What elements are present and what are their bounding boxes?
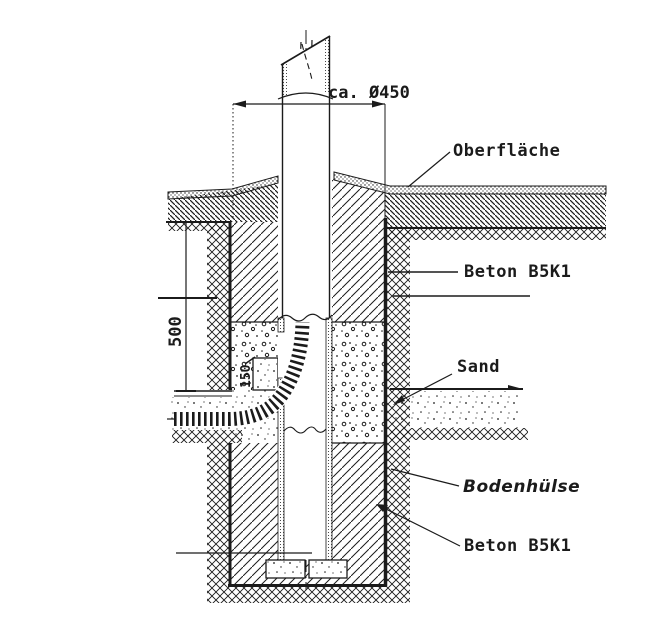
cable-conduit bbox=[167, 321, 311, 427]
label-beton-upper: Beton B5K1 bbox=[464, 262, 571, 282]
coarse-concrete-zone bbox=[231, 322, 385, 444]
annotation-labels: Oberfläche Beton B5K1 Sand Bodenhülse Be… bbox=[453, 141, 580, 556]
mast-break-cut bbox=[280, 35, 331, 66]
leader-sand-arrow bbox=[393, 395, 405, 405]
label-bodenhuelse: Bodenhülse bbox=[463, 477, 580, 497]
label-oberflaeche: Oberfläche bbox=[453, 141, 560, 161]
mast bbox=[277, 35, 334, 318]
label-sand: Sand bbox=[457, 357, 500, 377]
label-beton-lower: Beton B5K1 bbox=[464, 536, 571, 556]
depth-dimension: 500 bbox=[158, 223, 217, 392]
diameter-dimension-label: ca. Ø450 bbox=[328, 83, 410, 103]
leader-sand bbox=[395, 373, 453, 404]
sand-bed-right bbox=[390, 385, 528, 440]
excavation-soil-hatch bbox=[207, 225, 410, 603]
block-dimension: 150 bbox=[239, 356, 256, 388]
depth-dimension-label: 500 bbox=[166, 316, 186, 347]
leader-bodenhuelse bbox=[390, 468, 460, 487]
pavement-left bbox=[166, 175, 279, 231]
excavation-walls bbox=[228, 218, 388, 587]
tube-break-lines bbox=[277, 313, 333, 434]
mast-collar-joint bbox=[277, 92, 334, 100]
base-support-blocks bbox=[265, 559, 348, 579]
leader-lines bbox=[176, 151, 530, 554]
leader-oberflaeche bbox=[407, 151, 451, 188]
leader-beton-lower-arrow bbox=[376, 504, 388, 512]
block-dimension-label: 150 bbox=[239, 364, 254, 388]
leader-beton-lower bbox=[379, 505, 461, 547]
diameter-dimension: ca. Ø450 bbox=[232, 83, 410, 220]
